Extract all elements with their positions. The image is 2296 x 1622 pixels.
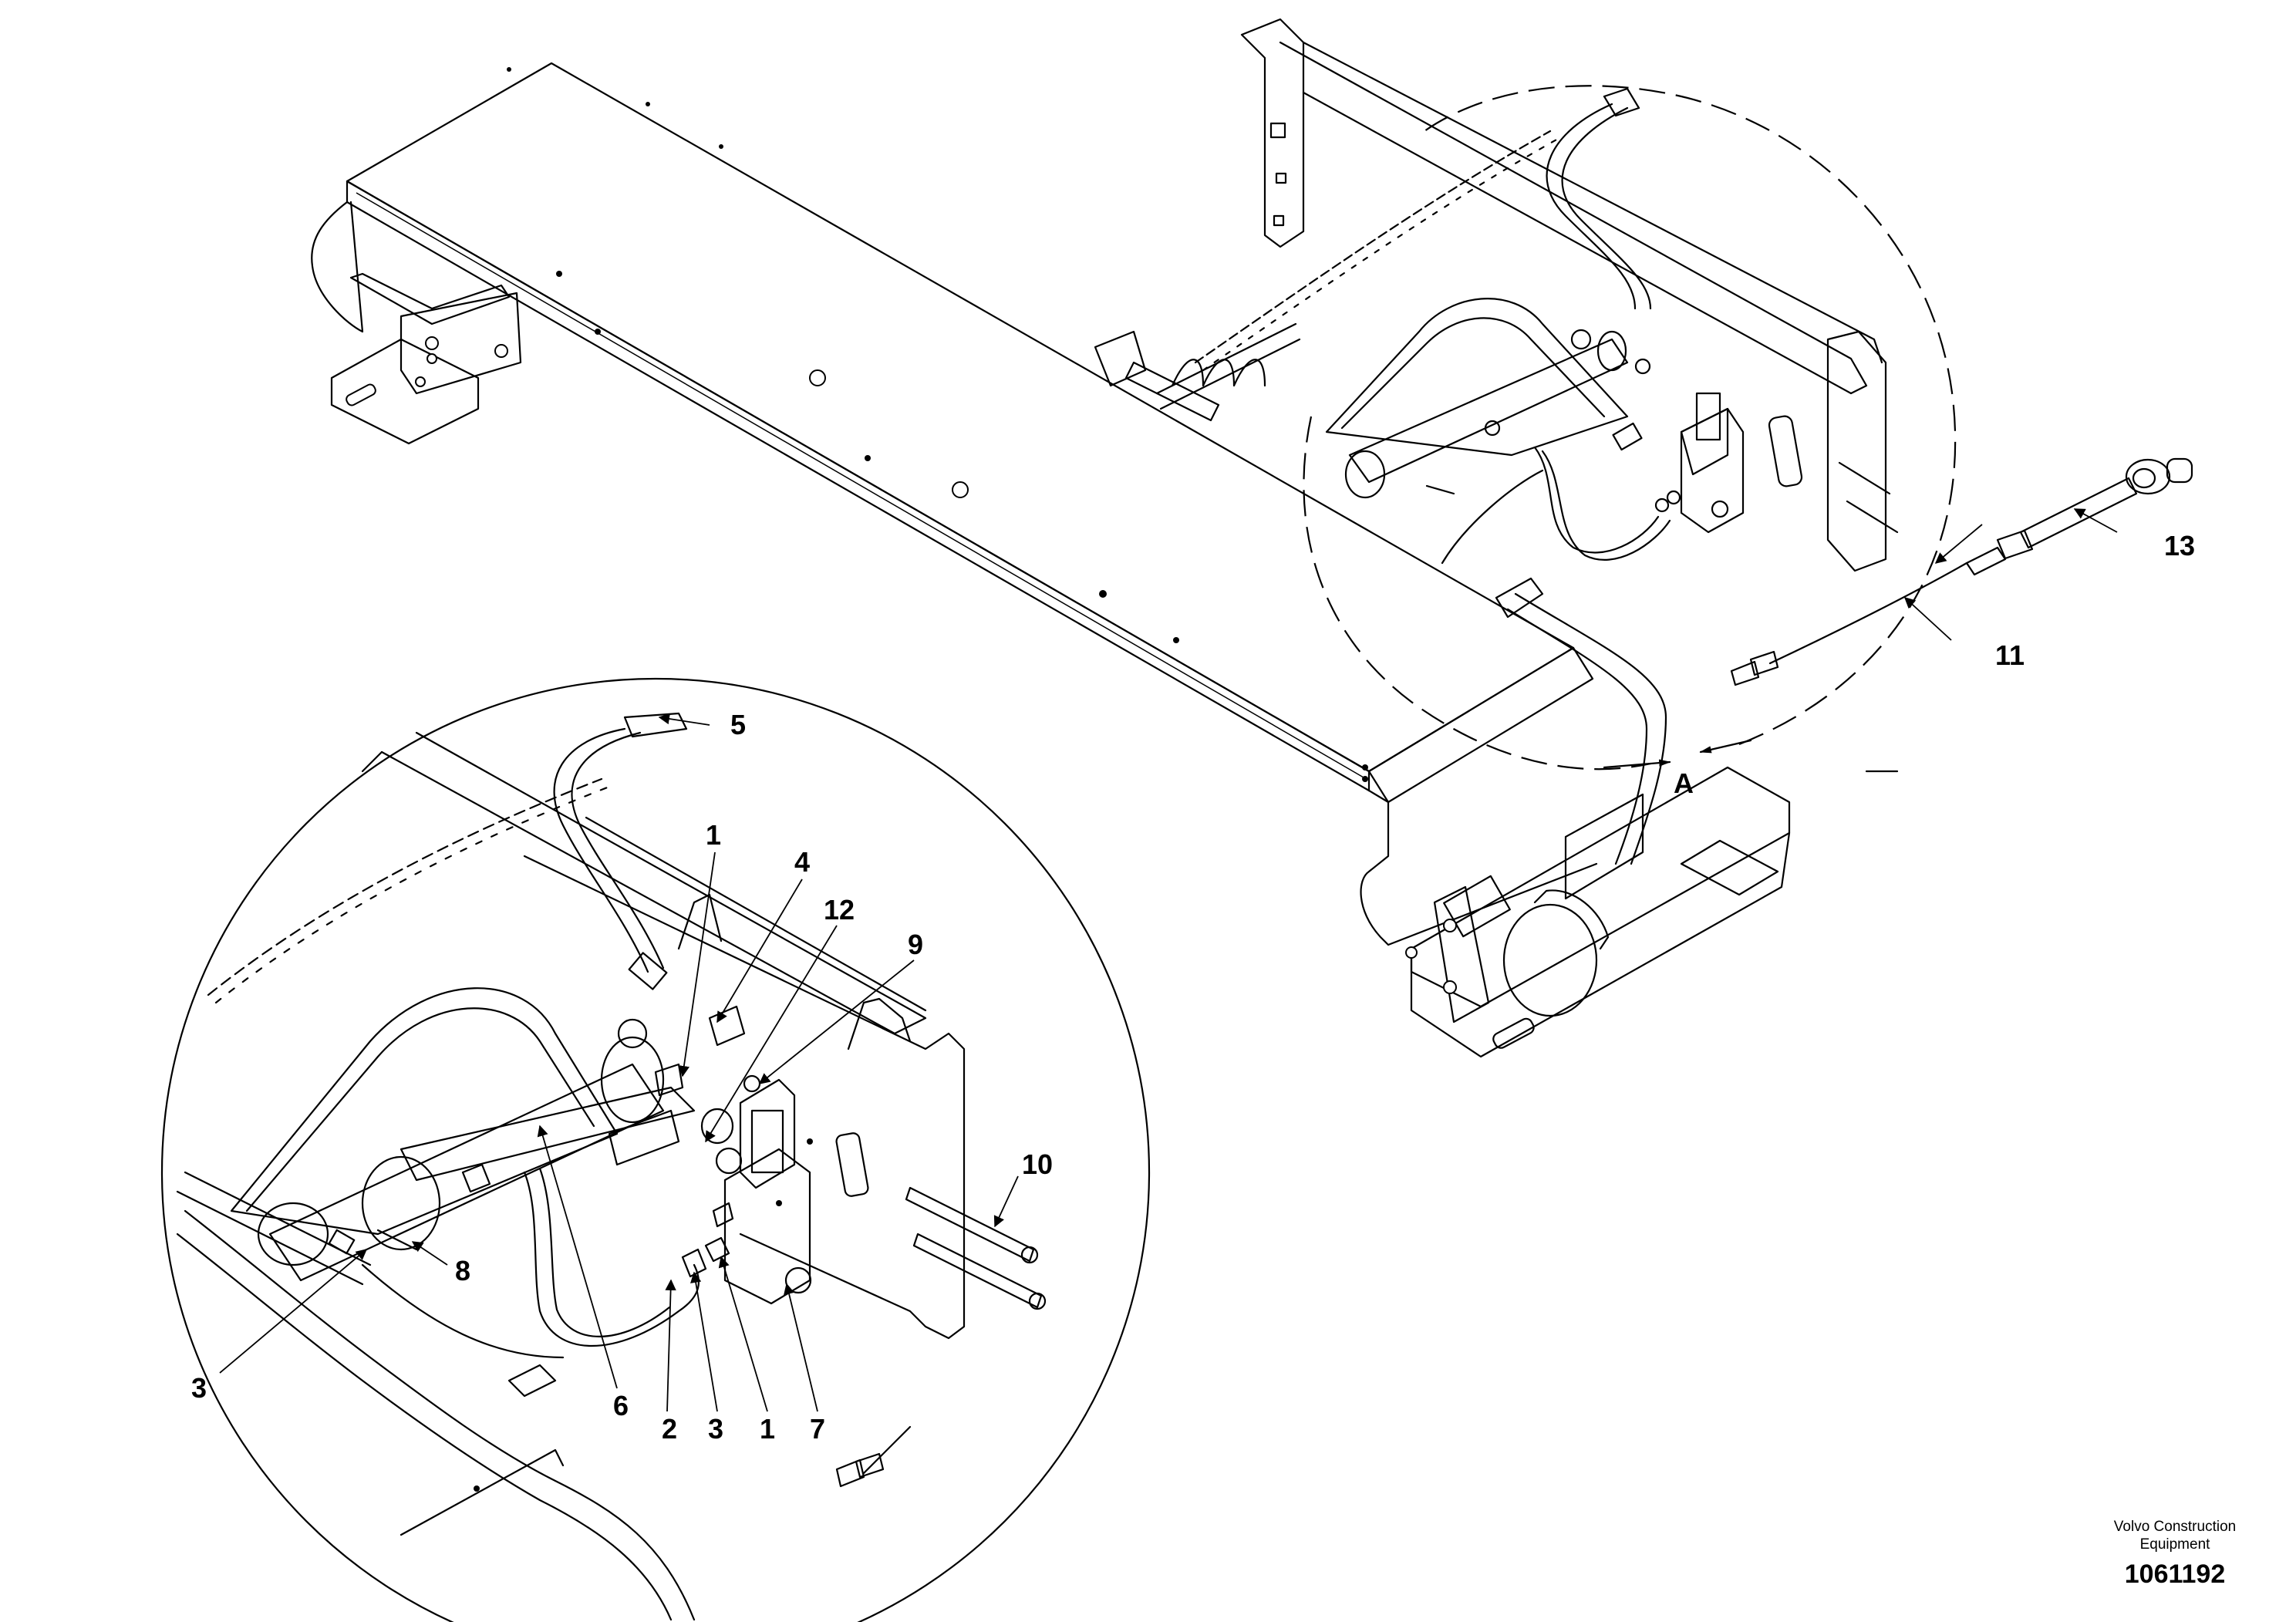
document-number: 1061192 <box>2125 1560 2226 1589</box>
callout-8: 8 <box>455 1255 470 1286</box>
upper-assembly <box>1094 18 1899 773</box>
title-block: Volvo Construction Equipment 1061192 <box>2114 1519 2236 1589</box>
callout-1-top: 1 <box>706 819 721 851</box>
callout-5: 5 <box>730 709 746 740</box>
main-frame: A <box>311 62 1791 1058</box>
callout-labels: 13 11 5 1 4 12 9 10 8 3 6 2 3 1 7 <box>191 530 2195 1445</box>
harness-11 <box>1730 546 2007 686</box>
callout-7: 7 <box>810 1413 825 1445</box>
callout-12: 12 <box>824 894 855 926</box>
callout-3-bottom: 3 <box>708 1413 723 1445</box>
callout-13: 13 <box>2164 530 2195 561</box>
brand-line-2: Equipment <box>2140 1536 2211 1553</box>
detail-inset <box>161 678 1150 1622</box>
callout-2: 2 <box>662 1413 677 1445</box>
view-marker: A <box>1674 767 1694 799</box>
callout-10: 10 <box>1022 1148 1053 1180</box>
callout-4: 4 <box>794 846 810 878</box>
brand-line-1: Volvo Construction <box>2114 1519 2236 1535</box>
callout-11: 11 <box>1995 639 2025 671</box>
leader-lines <box>219 508 2118 1412</box>
connector-13 <box>1996 457 2193 560</box>
callout-6: 6 <box>613 1390 629 1421</box>
callout-1-bottom: 1 <box>760 1413 775 1445</box>
detail-view-circle <box>1303 85 1957 771</box>
callout-3-left: 3 <box>191 1372 207 1404</box>
callout-9: 9 <box>908 929 923 960</box>
